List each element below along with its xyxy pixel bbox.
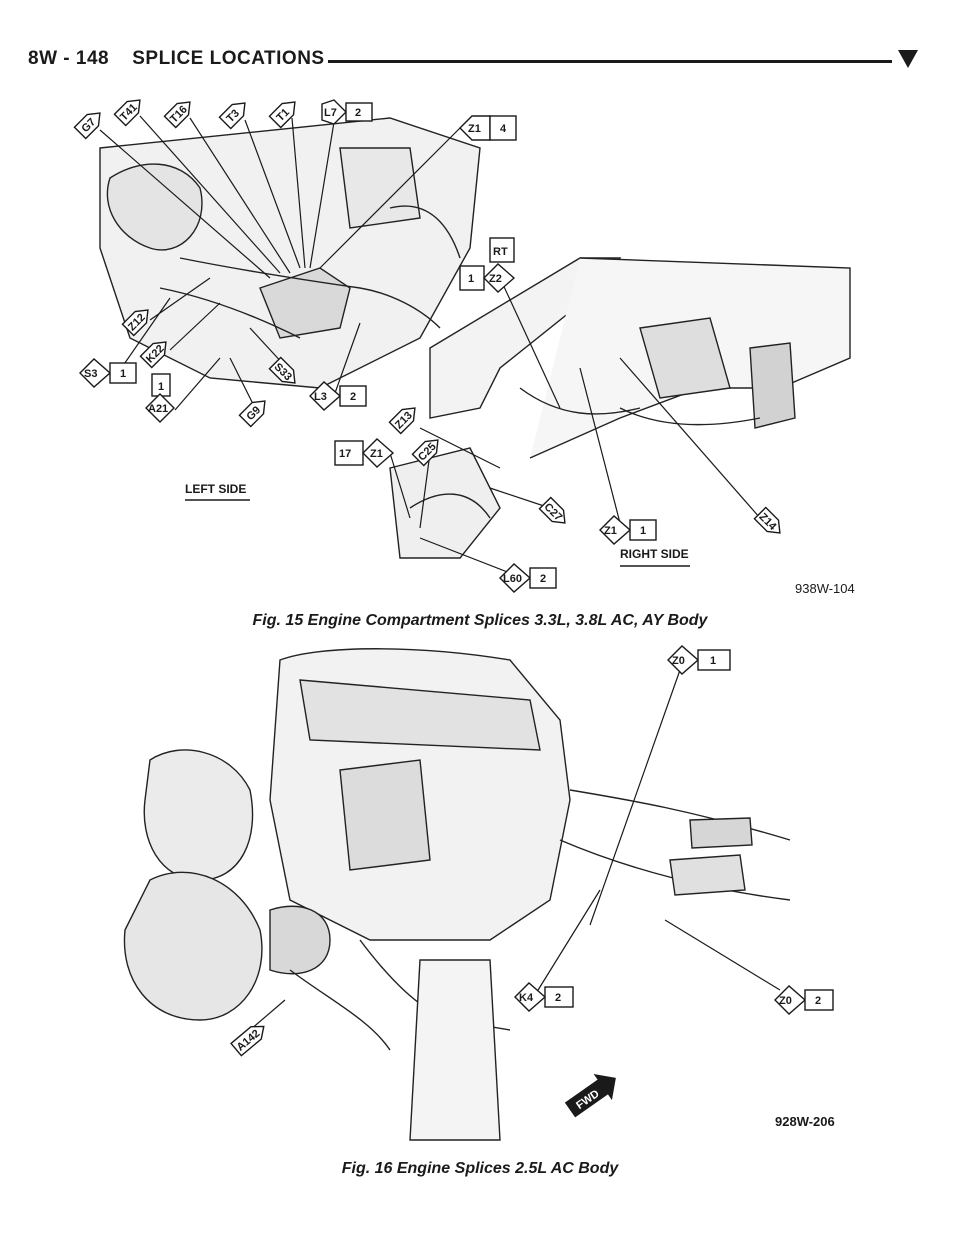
tag-top-label: 1 <box>158 381 164 393</box>
tag-label: Z0 <box>672 655 685 667</box>
tag-box: 2 <box>355 107 361 119</box>
left-side-label: LEFT SIDE <box>185 482 246 496</box>
figure-16-caption: Fig. 16 Engine Splices 2.5L AC Body <box>341 1160 619 1177</box>
fwd-arrow-icon: FWD <box>564 1073 616 1118</box>
header-rule <box>328 60 892 63</box>
figure-16-code: 928W-206 <box>775 1114 835 1129</box>
tag-label: Z0 <box>779 995 792 1007</box>
tag-box: 2 <box>350 391 356 403</box>
tag-label: Z2 <box>489 273 502 285</box>
page-header: 8W - 148 SPLICE LOCATIONS <box>28 44 928 76</box>
tag-label: L60 <box>503 573 522 585</box>
tag-box: 1 <box>640 525 646 537</box>
tag-label: L3 <box>314 391 327 403</box>
right-side-label: RIGHT SIDE <box>620 547 689 561</box>
tag-label: Z1 <box>604 525 617 537</box>
figure-15-code: 938W-104 <box>795 581 855 596</box>
tag-top-label: RT <box>493 246 508 258</box>
tag-box: 17 <box>339 448 351 460</box>
page-title: 8W - 148 SPLICE LOCATIONS <box>28 48 325 69</box>
tag-box: 2 <box>815 995 821 1007</box>
tag-box: 1 <box>710 655 716 667</box>
tag-label: A21 <box>148 403 168 415</box>
tag-box: 1 <box>120 368 126 380</box>
tag-label: L7 <box>324 107 337 119</box>
tag-label: Z1 <box>370 448 383 460</box>
tag-box: 1 <box>468 273 474 285</box>
tag-label: S3 <box>84 368 97 380</box>
tag-label: K4 <box>519 992 534 1004</box>
tag-label: Z1 <box>468 123 481 135</box>
tag-box: 4 <box>500 123 507 135</box>
figure-15-caption: Fig. 15 Engine Compartment Splices 3.3L,… <box>252 612 708 629</box>
tag-box: 2 <box>555 992 561 1004</box>
down-triangle-icon <box>898 50 918 68</box>
tag-box: 2 <box>540 573 546 585</box>
